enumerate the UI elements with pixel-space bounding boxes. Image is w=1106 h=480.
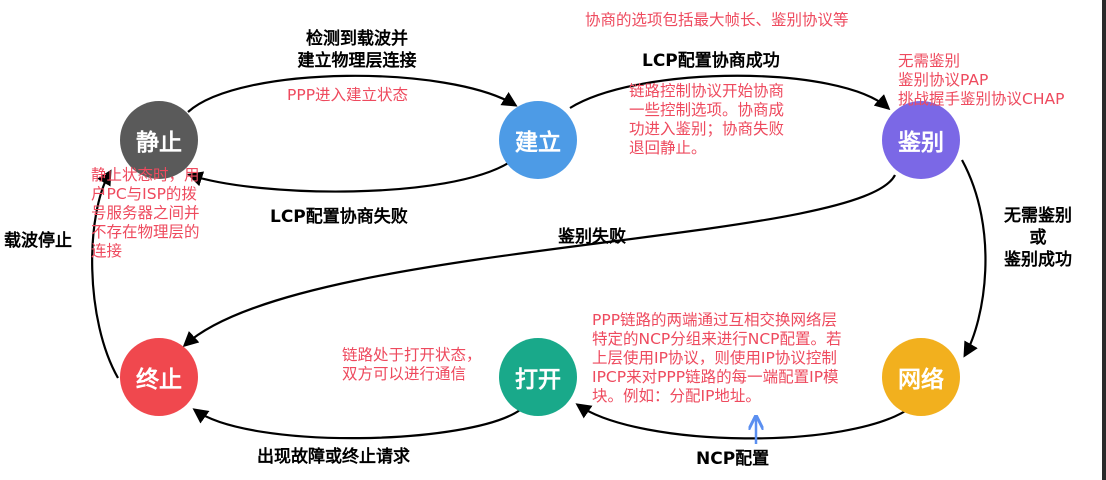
label-no-auth-or-success: 无需鉴别 或 鉴别成功 <box>1004 206 1072 270</box>
note-ppp-enter: PPP进入建立状态 <box>287 86 409 104</box>
note-lcp-desc: 链路控制协议开始协商 一些控制选项。协商成 功进入鉴别；协商失败 退回静止。 <box>629 82 785 157</box>
state-network: 网络 <box>882 338 960 416</box>
label-auth-fail: 鉴别失败 <box>558 227 626 247</box>
arrow-terminate-to-static <box>91 169 119 379</box>
state-open: 打开 <box>499 338 577 416</box>
arrow-static-to-establish <box>187 74 518 113</box>
note-network-desc: PPP链路的两端通过互相交换网络层 特定的NCP分组来进行NCP配置。若 上层使… <box>592 311 842 405</box>
note-static-desc: 静止状态时，用 户PC与ISP的拨 号服务器之间并 不存在物理层的 连接 <box>91 166 200 260</box>
label-fault-or-terminate: 出现故障或终止请求 <box>257 447 410 467</box>
state-terminate: 终止 <box>120 338 198 416</box>
note-auth-options: 无需鉴别 鉴别协议PAP 挑战握手鉴别协议CHAP <box>898 52 1065 108</box>
window-edge <box>1102 0 1106 480</box>
label-lcp-success: LCP配置协商成功 <box>642 51 780 71</box>
arrow-auth-to-network <box>961 159 987 358</box>
arrow-network-to-open <box>575 403 911 440</box>
label-ncp-config: NCP配置 <box>696 449 770 469</box>
state-static-label: 静止 <box>136 130 182 156</box>
arrow-open-to-terminate <box>192 408 521 440</box>
state-authenticate: 鉴别 <box>882 101 960 179</box>
note-open-desc: 链路处于打开状态， 双方可以进行通信 <box>342 346 482 383</box>
state-establish-label: 建立 <box>515 130 561 156</box>
label-lcp-fail: LCP配置协商失败 <box>270 207 408 227</box>
label-carrier-stop: 载波停止 <box>4 231 72 251</box>
arrow-establish-to-auth <box>569 74 891 111</box>
state-static: 静止 <box>120 101 198 179</box>
arrow-establish-to-static <box>187 161 511 193</box>
state-establish: 建立 <box>499 101 577 179</box>
state-authenticate-label: 鉴别 <box>898 130 944 156</box>
label-detect-carrier: 检测到载波并 建立物理层连接 <box>297 29 417 71</box>
state-open-label: 打开 <box>515 367 561 393</box>
note-negotiation-options: 协商的选项包括最大帧长、鉴别协议等 <box>585 11 849 29</box>
arrow-auth-to-terminate <box>182 174 896 348</box>
state-terminate-label: 终止 <box>136 367 182 393</box>
state-network-label: 网络 <box>898 367 944 393</box>
